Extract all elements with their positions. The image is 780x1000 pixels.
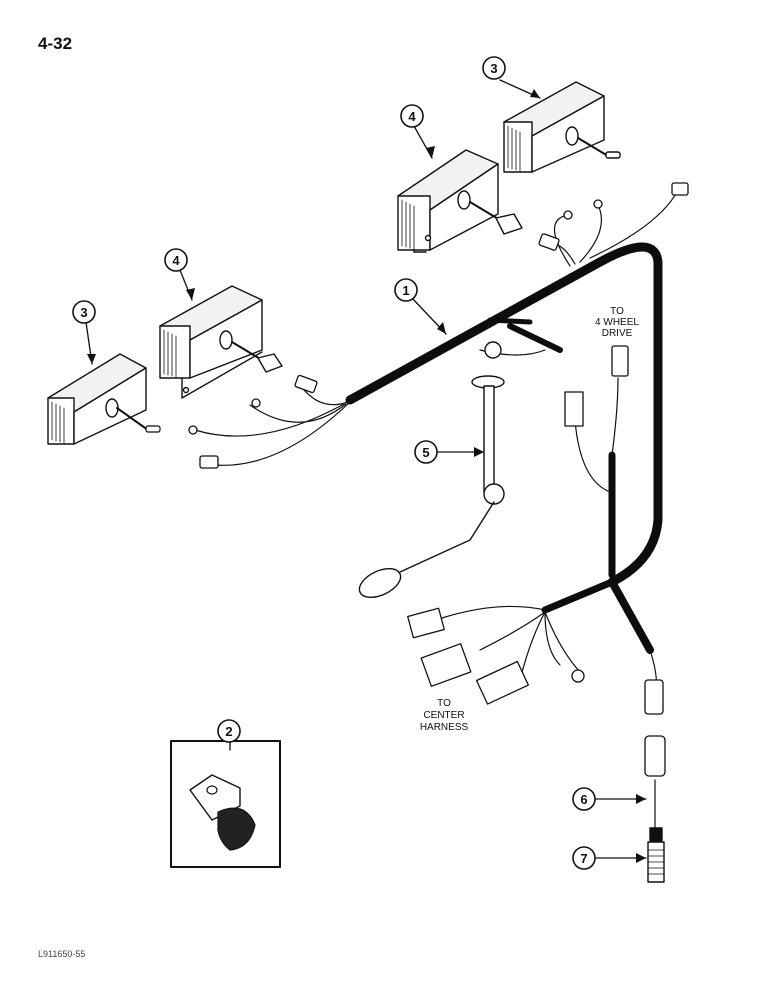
callout-6: 6 [580,792,587,807]
fuel-sender [358,341,505,599]
callout-4-right: 4 [408,109,416,124]
main-harness [345,242,663,654]
callout-4-left: 4 [172,253,180,268]
callout-bubbles [72,56,596,870]
flasher-lamp-right [397,149,523,253]
label-to-4-wheel-drive: TO 4 WHEEL DRIVE [595,306,639,339]
callout-5: 5 [422,445,429,460]
to-4wd-line-3: DRIVE [602,328,633,339]
to-center-line-1: TO [437,698,451,709]
callout-3-left: 3 [80,305,87,320]
to-center-line-2: CENTER [423,710,464,721]
rear-lamp-right [503,81,621,173]
harness-connectors [188,182,689,777]
callout-3-right: 3 [490,61,497,76]
flasher-lamp-left [159,285,283,399]
figure-id: L911650-55 [38,949,86,959]
leader-arrowheads [87,89,646,863]
callout-numbers: 1 2 3 3 4 4 5 6 7 [80,61,587,866]
page-number: 4-32 [38,34,73,53]
to-center-line-3: HARNESS [420,722,469,733]
callout-7: 7 [580,851,587,866]
label-to-center-harness: TO CENTER HARNESS [420,698,469,733]
temperature-sender [647,827,665,883]
to-4wd-line-1: TO [610,306,624,317]
callout-2: 2 [225,724,232,739]
wire-leads [194,189,679,831]
to-4wd-line-2: 4 WHEEL [595,317,639,328]
callout-1: 1 [402,283,409,298]
rear-lamp-left-bulb [145,425,161,433]
clamp-inset [170,740,281,868]
rear-lamp-left [47,353,149,445]
